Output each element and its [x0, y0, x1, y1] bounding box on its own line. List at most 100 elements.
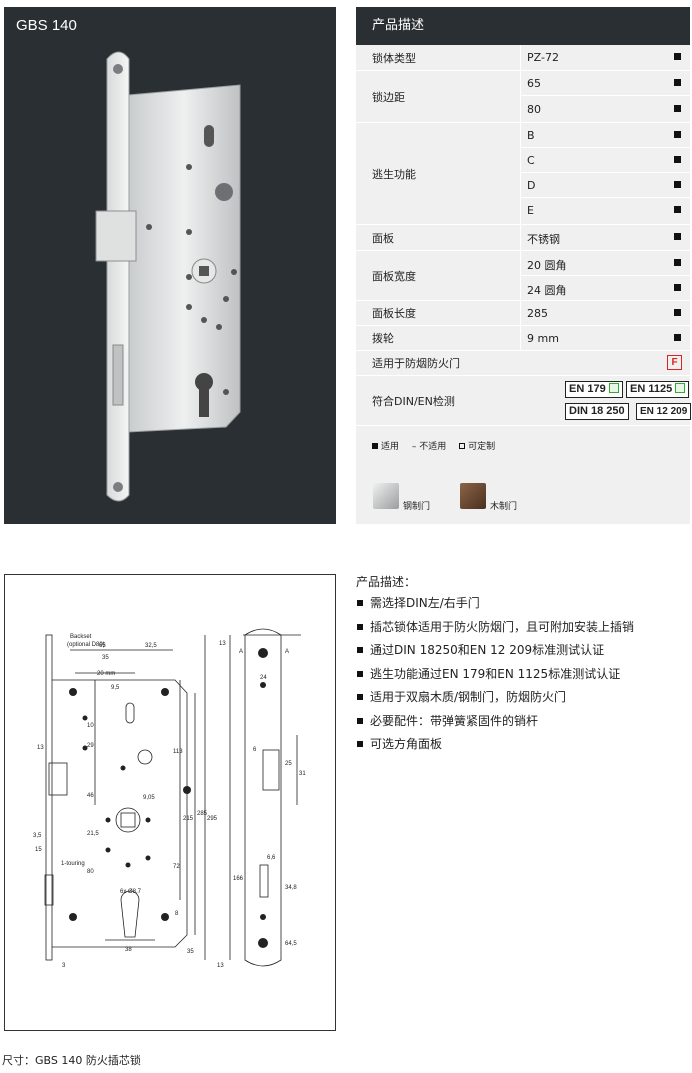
- approval-check-icon: [675, 383, 686, 393]
- dim-label: 9,05: [143, 795, 155, 801]
- list-item: 通过DIN 18250和EN 12 209标准测试认证: [356, 640, 690, 664]
- outline-square-icon: [459, 443, 466, 449]
- dim-label: 8: [175, 911, 179, 917]
- fire-rated-badge: F: [667, 355, 682, 370]
- dim-label: 6,6: [267, 855, 276, 861]
- dim-label: 13: [37, 745, 44, 751]
- dim-label: 3: [62, 963, 66, 969]
- available-marker: [674, 233, 681, 240]
- section-a-left: A: [239, 649, 243, 655]
- backset-optional-label: (optional D80): [67, 642, 105, 648]
- dim-label: 35: [187, 949, 194, 955]
- approval-check-icon: [608, 383, 619, 393]
- spec-value: 不锈钢: [527, 233, 560, 246]
- spec-label: 面板: [372, 231, 394, 245]
- available-marker: [674, 181, 681, 188]
- spec-value: 20 圆角: [527, 259, 567, 272]
- spec-row-certification: 符合DIN/EN检测 EN 179 EN 1125 DIN 18 250 EN …: [356, 376, 692, 426]
- available-marker: [674, 259, 681, 266]
- list-item: 需选择DIN左/右手门: [356, 593, 690, 617]
- steel-door-swatch: [373, 483, 399, 509]
- dim-label: 34,8: [285, 885, 297, 891]
- spec-value: B: [527, 129, 535, 142]
- backset-label: Backset: [70, 634, 92, 640]
- dim-label: 29: [87, 743, 94, 749]
- dim-label: 15: [35, 847, 42, 853]
- spec-row-backset: 锁边距 65 80: [356, 71, 691, 123]
- spec-row-faceplate-length: 面板长度 285: [356, 301, 690, 326]
- spec-label: 面板宽度: [372, 269, 416, 283]
- dim-label: 35: [102, 655, 109, 661]
- available-marker: [674, 284, 681, 291]
- list-item: 必要配件：带弹簧紧固件的销杆: [356, 711, 690, 735]
- cert-en1125: EN 1125: [626, 381, 690, 398]
- spec-value: E: [527, 204, 534, 217]
- dim-label: 32,5: [145, 643, 157, 649]
- spec-value: 9 mm: [527, 332, 559, 345]
- available-marker: [674, 309, 681, 316]
- description-list: 需选择DIN左/右手门 插芯锁体适用于防火防烟门，且可附加安装上插销 通过DIN…: [356, 593, 690, 758]
- dim-label: 65: [99, 643, 106, 649]
- cert-en12209: EN 12 209: [636, 403, 692, 420]
- product-description: 产品描述： 需选择DIN左/右手门 插芯锁体适用于防火防烟门，且可附加安装上插销…: [356, 573, 690, 758]
- dim-label: 3,5: [33, 833, 42, 839]
- spec-value: 285: [527, 307, 548, 320]
- spec-value: PZ-72: [527, 51, 559, 64]
- list-item: 插芯锁体适用于防火防烟门，且可附加安装上插销: [356, 617, 690, 641]
- available-marker: [674, 206, 681, 213]
- wood-door-swatch: [460, 483, 486, 509]
- dim-label: 10: [87, 723, 94, 729]
- technical-drawing: Backset (optional D80) 65 32,5 35 20 mm …: [4, 574, 336, 1031]
- dim-label: 285: [197, 811, 208, 817]
- dim-label: 166: [233, 876, 244, 882]
- list-item: 可选方角面板: [356, 734, 690, 758]
- available-marker: [674, 53, 681, 60]
- product-title: GBS 140: [16, 17, 77, 34]
- available-marker: [674, 79, 681, 86]
- spec-row-faceplate-width: 面板宽度 20 圆角 24 圆角: [356, 251, 691, 301]
- spec-label: 符合DIN/EN检测: [372, 394, 455, 408]
- spec-header: 产品描述: [356, 7, 690, 45]
- dim-label: 6: [253, 747, 257, 753]
- dim-label: 9,5: [111, 685, 120, 691]
- cert-en179: EN 179: [565, 381, 623, 398]
- dim-label: 20 mm: [97, 671, 115, 677]
- spec-value: 65: [527, 77, 541, 90]
- section-a-right: A: [285, 649, 289, 655]
- spec-label: 锁边距: [372, 90, 405, 104]
- steel-door-label: 钢制门: [403, 502, 431, 512]
- spec-label: 拨轮: [372, 332, 394, 345]
- dim-label: 295: [207, 816, 218, 822]
- spec-value: 80: [527, 103, 541, 116]
- spec-value: C: [527, 154, 535, 167]
- spec-label: 适用于防烟防火门: [372, 357, 460, 370]
- legend: 适用 – 不适用 可定制: [372, 439, 505, 452]
- product-photo: GBS 140: [4, 7, 336, 524]
- wood-door-label: 木制门: [490, 502, 518, 512]
- dim-label: 24: [260, 675, 267, 681]
- filled-square-icon: [372, 443, 378, 449]
- list-item: 逃生功能通过EN 179和EN 1125标准测试认证: [356, 664, 690, 688]
- dim-label: 113: [173, 749, 183, 755]
- list-item: 适用于双扇木质/钢制门，防烟防火门: [356, 687, 690, 711]
- dim-label: 46: [87, 793, 94, 799]
- spec-row-escape-function: 逃生功能 B C D E: [356, 123, 691, 225]
- dim-label: 21,5: [87, 831, 99, 837]
- dim-label: 80: [87, 869, 94, 875]
- spec-label: 锁体类型: [372, 51, 416, 65]
- dimension-drawing: Backset (optional D80) 65 32,5 35 20 mm …: [33, 628, 306, 969]
- spec-label: 面板长度: [372, 307, 416, 320]
- spec-value: 24 圆角: [527, 284, 567, 297]
- description-title: 产品描述：: [356, 575, 417, 589]
- dim-label: 13: [217, 963, 224, 969]
- spec-row-faceplate: 面板 不锈钢: [356, 225, 690, 251]
- available-marker: [674, 105, 681, 112]
- dim-label: 72: [173, 864, 180, 870]
- spec-row-lock-type: 锁体类型 PZ-72: [356, 45, 690, 71]
- dim-label: 6x Ø8,7: [120, 889, 142, 895]
- spec-row-follower: 拨轮 9 mm: [356, 326, 690, 351]
- spec-table: 产品描述 锁体类型 PZ-72 锁边距 65 80 逃生功能 B C D E 面…: [356, 7, 692, 524]
- dim-label: 64,5: [285, 941, 297, 947]
- dim-label: 38: [125, 947, 132, 953]
- one-touch-label: 1-touring: [61, 861, 85, 867]
